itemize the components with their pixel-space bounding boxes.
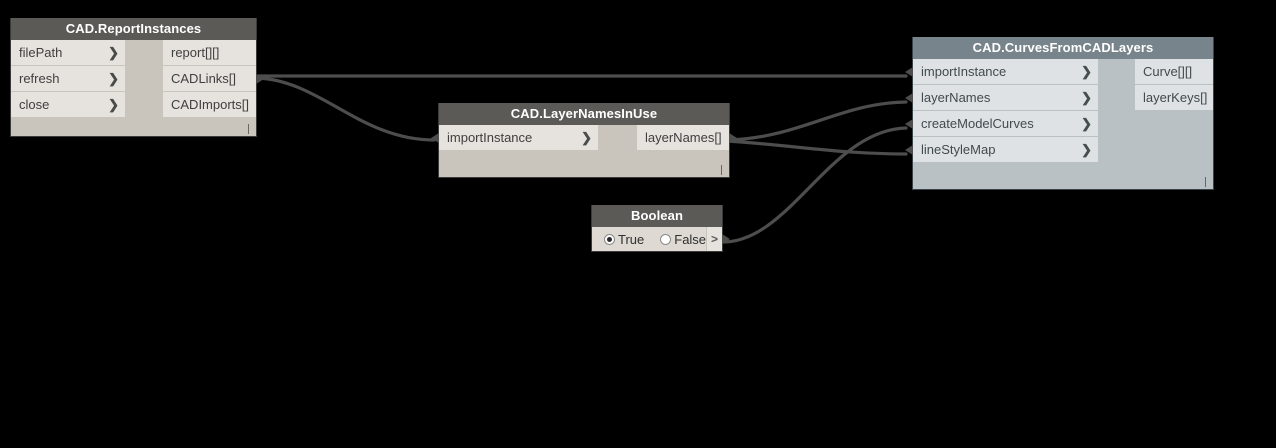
input-port-filepath[interactable]: filePath ❯ [11, 40, 125, 66]
chevron-right-icon: > [711, 232, 719, 246]
input-connector-nub[interactable] [905, 67, 913, 77]
input-connector-nub[interactable] [905, 119, 913, 129]
input-port-close[interactable]: close ❯ [11, 92, 125, 118]
input-ports: importInstance ❯ [431, 125, 598, 151]
input-port-label: importInstance [447, 130, 533, 145]
output-port-report[interactable]: report[][] [163, 40, 256, 66]
wire-cadlinks-to-importinstance-layernames [255, 76, 436, 142]
chevron-right-icon: ❯ [1081, 142, 1092, 157]
node-title: CAD.LayerNamesInUse [439, 103, 729, 125]
input-connector-nub[interactable] [905, 93, 913, 103]
output-port-label: Curve[][] [1143, 64, 1193, 79]
output-ports: Curve[][] layerKeys[] [1135, 59, 1213, 111]
node-footer [11, 118, 256, 136]
output-port-label: CADLinks[] [171, 71, 237, 86]
input-port-createmodelcurves[interactable]: createModelCurves ❯ [905, 111, 1098, 137]
output-connector-nub[interactable] [256, 74, 264, 84]
output-port-cadlinks[interactable]: CADLinks[] [163, 66, 264, 92]
output-ports: layerNames[] [637, 125, 737, 151]
node-title: CAD.ReportInstances [11, 18, 256, 40]
input-port-label: refresh [19, 71, 60, 86]
output-port-layernames[interactable]: layerNames[] [637, 125, 737, 151]
node-ports: filePath ❯ refresh ❯ close ❯ report[][] [11, 40, 264, 118]
output-port-curve[interactable]: Curve[][] [1135, 59, 1213, 85]
input-ports: filePath ❯ refresh ❯ close ❯ [11, 40, 125, 118]
input-port-importinstance[interactable]: importInstance ❯ [905, 59, 1098, 85]
wire-layernames-to-layernames [726, 100, 908, 142]
output-port-label: report[][] [171, 45, 220, 60]
node-title: Boolean [592, 205, 722, 227]
radio-dot-icon [660, 233, 672, 245]
output-port-label: CADImports[] [171, 97, 250, 112]
resize-grip[interactable] [721, 165, 722, 175]
node-boolean[interactable]: Boolean True False > [591, 205, 730, 252]
node-footer [913, 163, 1213, 189]
output-port-cadimports[interactable]: CADImports[] [163, 92, 256, 118]
output-ports: report[][] CADLinks[] CADImports[] [163, 40, 264, 118]
output-port-layerkeys[interactable]: layerKeys[] [1135, 85, 1213, 111]
chevron-right-icon: ❯ [1081, 90, 1092, 105]
input-port-label: filePath [19, 45, 63, 60]
resize-grip[interactable] [1205, 177, 1206, 187]
node-cad-layer-names-in-use[interactable]: CAD.LayerNamesInUse importInstance ❯ lay… [431, 103, 737, 178]
chevron-right-icon: ❯ [108, 71, 119, 86]
chevron-right-icon: ❯ [108, 97, 119, 112]
chevron-right-icon: ❯ [581, 130, 592, 145]
wire-layernames-to-linestylemap [726, 139, 908, 156]
input-connector-nub[interactable] [905, 145, 913, 155]
radio-label: False [674, 231, 707, 247]
input-port-importinstance[interactable]: importInstance ❯ [431, 125, 598, 151]
chevron-right-icon: ❯ [108, 45, 119, 60]
input-port-refresh[interactable]: refresh ❯ [11, 66, 125, 92]
radio-false[interactable]: False [660, 232, 706, 247]
input-port-label: layerNames [921, 90, 991, 105]
resize-grip[interactable] [248, 124, 249, 134]
chevron-right-icon: ❯ [1081, 116, 1092, 131]
node-cad-curves-from-cad-layers[interactable]: CAD.CurvesFromCADLayers importInstance ❯… [905, 37, 1214, 190]
radio-dot-icon [604, 233, 615, 245]
input-port-label: lineStyleMap [921, 142, 996, 157]
output-port-boolean[interactable]: > [706, 227, 730, 251]
node-title: CAD.CurvesFromCADLayers [913, 37, 1213, 59]
output-connector-nub[interactable] [729, 133, 737, 143]
chevron-right-icon: ❯ [1081, 64, 1092, 79]
input-port-layernames[interactable]: layerNames ❯ [905, 85, 1098, 111]
node-ports: importInstance ❯ layerNames ❯ createMode… [905, 59, 1213, 163]
output-port-label: layerKeys[] [1143, 90, 1208, 105]
boolean-radio-group[interactable]: True False [592, 227, 707, 251]
input-port-linestylemap[interactable]: lineStyleMap ❯ [905, 137, 1098, 163]
node-ports: importInstance ❯ layerNames[] [431, 125, 737, 151]
node-cad-report-instances[interactable]: CAD.ReportInstances filePath ❯ refresh ❯… [10, 18, 264, 137]
output-connector-nub[interactable] [722, 234, 730, 244]
node-footer [439, 151, 729, 177]
input-connector-nub[interactable] [431, 133, 439, 143]
input-port-label: importInstance [921, 64, 1007, 79]
radio-label: True [618, 231, 645, 247]
wire-boolean-to-createmodelcurves [721, 126, 908, 244]
boolean-body: True False > [592, 227, 730, 251]
input-port-label: createModelCurves [921, 116, 1034, 131]
output-port-label: layerNames[] [645, 130, 722, 145]
input-ports: importInstance ❯ layerNames ❯ createMode… [905, 59, 1098, 163]
input-port-label: close [19, 97, 50, 112]
radio-true[interactable]: True [604, 232, 644, 247]
